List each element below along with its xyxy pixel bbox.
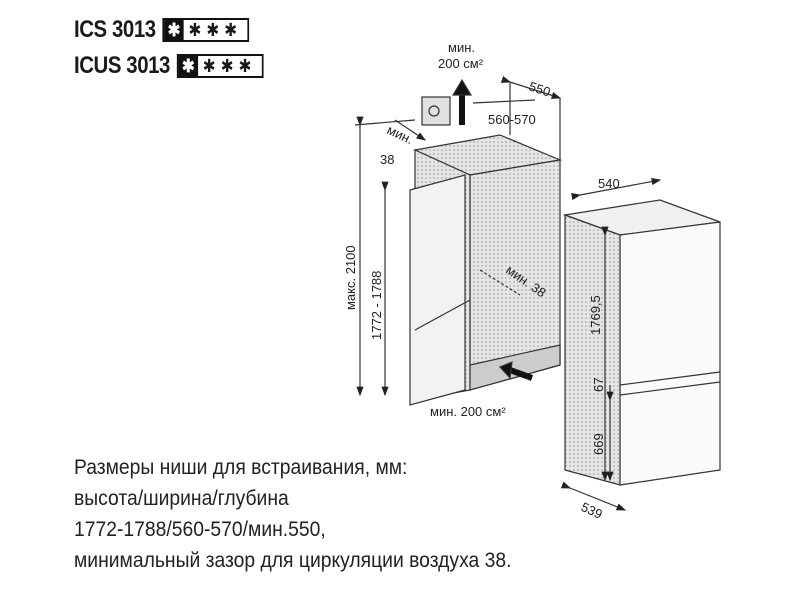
top-gap-label: мин. [385, 122, 416, 147]
niche-depth-label: 550 [527, 79, 552, 100]
freezer-star-icon: ✱ [164, 20, 184, 40]
refrigerator-appliance [562, 199, 721, 486]
caption-line: высота/ширина/глубина [74, 487, 289, 510]
caption-line: минимальный зазор для циркуляции воздуха… [74, 549, 512, 572]
model-name: ICUS 3013 [74, 52, 170, 79]
caption-line: Размеры ниши для встраивания, мм: [74, 456, 408, 479]
niche-height-label: 1772 - 1788 [369, 271, 384, 340]
max-height-label: макс. 2100 [343, 245, 358, 310]
model-title-ics: ICS 3013 ✱✱✱✱ [74, 16, 250, 44]
vent-top-label: мин. [448, 40, 475, 55]
niche-dimensions-caption: Размеры ниши для встраивания, мм: высота… [74, 452, 512, 576]
appliance-height-label: 1769,5 [588, 295, 603, 335]
appliance-depth-label: 539 [579, 499, 605, 522]
airflow-in-arrow-icon [508, 367, 534, 381]
model-name: ICS 3013 [74, 16, 156, 43]
freezer-star-icon: ✱ [178, 56, 198, 76]
niche-width-label: 560-570 [488, 112, 536, 127]
divider-height-label: 67 [591, 378, 606, 392]
niche-cabinet [409, 134, 563, 406]
stars-icon: ✱✱✱ [202, 55, 257, 76]
vent-top-area: 200 см² [438, 56, 484, 71]
lower-section-label: 669 [591, 433, 606, 455]
model-title-icus: ICUS 3013 ✱✱✱✱ [74, 52, 264, 80]
star-rating-badge: ✱✱✱✱ [162, 18, 250, 42]
caption-line: 1772-1788/560-570/мин.550, [74, 518, 326, 541]
appliance-width-label: 540 [598, 176, 620, 191]
top-gap-value: 38 [380, 152, 394, 167]
vent-grille-icon [421, 96, 451, 126]
vent-bottom-label: мин. 200 см² [430, 404, 506, 419]
star-rating-badge: ✱✱✱✱ [176, 54, 264, 78]
stars-icon: ✱✱✱ [188, 19, 243, 40]
